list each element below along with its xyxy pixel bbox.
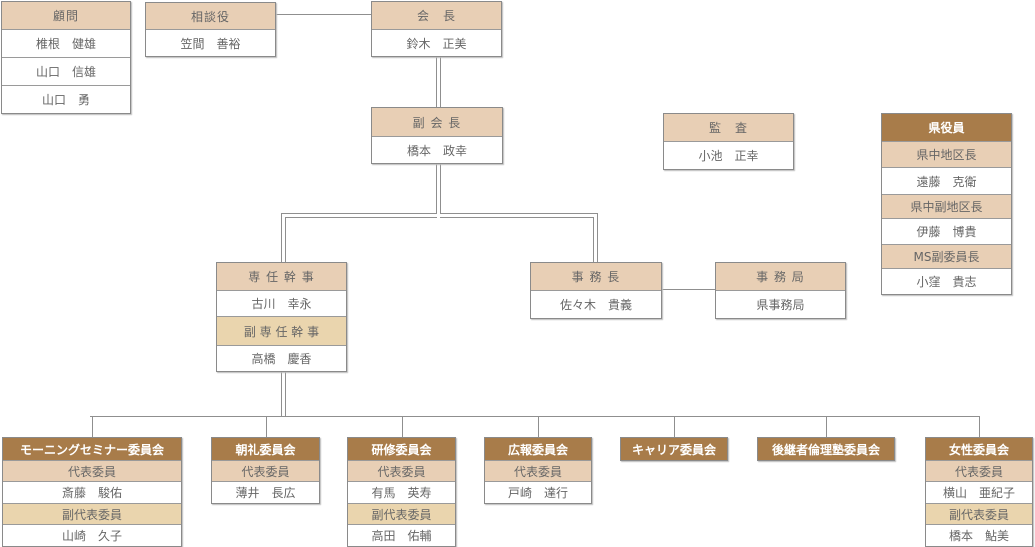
connector-line	[285, 217, 437, 218]
role-label: 副 専 任 幹 事	[217, 316, 346, 345]
role-label: 県中地区長	[882, 141, 1011, 167]
career-committee-title: キャリア委員会	[621, 438, 727, 460]
member-name: 椎根 健雄	[2, 29, 130, 57]
secretary-general-title: 事 務 長	[531, 263, 661, 290]
role-label: 県中副地区長	[882, 194, 1011, 218]
pr-committee-box: 広報委員会代表委員戸崎 達行	[484, 437, 592, 504]
connector-line	[440, 162, 441, 214]
connector-line	[266, 416, 267, 437]
secretariat-box: 事 務 局県事務局	[715, 262, 846, 319]
president-title: 会 長	[372, 2, 501, 29]
connector-line	[440, 213, 597, 214]
role-label: 代表委員	[348, 460, 455, 481]
member-name: 鈴木 正美	[372, 29, 501, 56]
connector-line	[436, 162, 437, 214]
role-label: 代表委員	[3, 460, 181, 481]
role-label: 副代表委員	[348, 503, 455, 524]
prefectural-officers-title: 県役員	[882, 114, 1011, 141]
connector-line	[436, 55, 437, 107]
successor-ethics-committee-box: 後継者倫理塾委員会	[757, 437, 895, 461]
member-name: 斎藤 駿佑	[3, 481, 181, 503]
connector-line	[281, 213, 437, 214]
morning-seminar-committee-box: モーニングセミナー委員会代表委員斎藤 駿佑副代表委員山崎 久子	[2, 437, 182, 547]
member-name: 橋本 鮎美	[926, 524, 1032, 546]
pr-committee-title: 広報委員会	[485, 438, 591, 460]
connector-line	[285, 370, 286, 416]
member-name: 県事務局	[716, 290, 845, 318]
member-name: 山崎 久子	[3, 524, 181, 546]
member-name: 橋本 政幸	[372, 136, 502, 163]
member-name: 薄井 長広	[212, 481, 319, 503]
successor-ethics-committee-title: 後継者倫理塾委員会	[758, 438, 894, 460]
role-label: 代表委員	[212, 460, 319, 481]
member-name: 戸崎 達行	[485, 481, 591, 503]
vice-president-box: 副 会 長橋本 政幸	[371, 107, 503, 164]
vice-president-title: 副 会 長	[372, 108, 502, 136]
morning-seminar-committee-title: モーニングセミナー委員会	[3, 438, 181, 460]
role-label: 副代表委員	[926, 503, 1032, 524]
chief-secretary-box: 専 任 幹 事古川 幸永副 専 任 幹 事高橋 慶香	[216, 262, 347, 372]
connector-line	[674, 416, 675, 437]
morning-assembly-committee-title: 朝礼委員会	[212, 438, 319, 460]
secretary-general-box: 事 務 長佐々木 貴義	[530, 262, 662, 319]
counselor-title: 相談役	[146, 3, 275, 29]
connector-line	[440, 217, 593, 218]
role-label: 代表委員	[926, 460, 1032, 481]
morning-assembly-committee-box: 朝礼委員会代表委員薄井 長広	[211, 437, 320, 504]
connector-line	[979, 416, 980, 437]
connector-line	[593, 217, 594, 262]
advisors-box: 顧問椎根 健雄山口 信雄山口 勇	[1, 1, 131, 114]
connector-line	[440, 55, 441, 107]
training-committee-box: 研修委員会代表委員有馬 英寿副代表委員高田 佑輔	[347, 437, 456, 547]
president-box: 会 長鈴木 正美	[371, 1, 502, 57]
connector-line	[281, 370, 282, 416]
member-name: 山口 信雄	[2, 57, 130, 85]
member-name: 有馬 英寿	[348, 481, 455, 503]
counselor-box: 相談役笠間 善裕	[145, 2, 276, 57]
member-name: 佐々木 貴義	[531, 290, 661, 318]
member-name: 小池 正幸	[664, 141, 793, 169]
member-name: 高橋 慶香	[217, 345, 346, 371]
training-committee-title: 研修委員会	[348, 438, 455, 460]
connector-line	[92, 416, 93, 437]
connector-line	[662, 289, 715, 290]
role-label: MS副委員長	[882, 244, 1011, 268]
women-committee-box: 女性委員会代表委員横山 亜紀子副代表委員橋本 鮎美	[925, 437, 1033, 547]
role-label: 代表委員	[485, 460, 591, 481]
secretariat-title: 事 務 局	[716, 263, 845, 290]
member-name: 横山 亜紀子	[926, 481, 1032, 503]
connector-line	[276, 14, 371, 15]
member-name: 伊藤 博貴	[882, 218, 1011, 244]
member-name: 遠藤 克衛	[882, 167, 1011, 194]
member-name: 高田 佑輔	[348, 524, 455, 546]
member-name: 笠間 善裕	[146, 29, 275, 56]
connector-line	[285, 217, 286, 262]
women-committee-title: 女性委員会	[926, 438, 1032, 460]
connector-line	[826, 416, 827, 437]
chief-secretary-title: 専 任 幹 事	[217, 263, 346, 290]
connector-line	[597, 213, 598, 262]
career-committee-box: キャリア委員会	[620, 437, 728, 461]
connector-line	[402, 416, 403, 437]
auditor-title: 監 査	[664, 114, 793, 141]
advisors-title: 顧問	[2, 2, 130, 29]
connector-line	[281, 213, 282, 262]
connector-line	[90, 416, 980, 417]
member-name: 山口 勇	[2, 85, 130, 113]
auditor-box: 監 査小池 正幸	[663, 113, 794, 170]
role-label: 副代表委員	[3, 503, 181, 524]
member-name: 小窪 貴志	[882, 268, 1011, 294]
connector-line	[538, 416, 539, 437]
member-name: 古川 幸永	[217, 290, 346, 316]
